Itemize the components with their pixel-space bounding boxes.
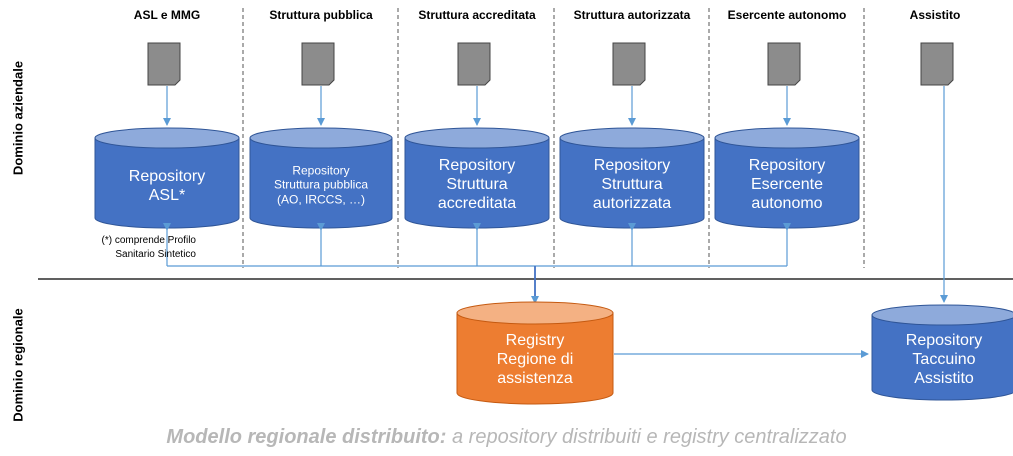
repository-asl-cylinder: [94, 127, 240, 229]
repository-struttura-pubblica-cylinder: [249, 127, 393, 229]
repository-asl-label: Repository ASL*: [128, 167, 206, 204]
document-icon: [612, 42, 646, 86]
document-icon: [147, 42, 181, 86]
asl-footnote: (*) comprende Profilo Sanitario Sintetic…: [101, 235, 196, 260]
taccuino-cylinder: [871, 304, 1013, 401]
repository-bus: [163, 223, 791, 304]
registry-cylinder: [456, 301, 614, 405]
document-icon: [301, 42, 335, 86]
repository-struttura-accreditata-cylinder: [404, 127, 550, 229]
repository-esercente-autonomo-label: Repository Esercente autonomo: [748, 157, 826, 213]
repository-struttura-accreditata-label: Repository Struttura accreditata: [437, 157, 517, 213]
repository-esercente-autonomo-cylinder: [714, 127, 860, 229]
document-icon: [920, 42, 954, 86]
caption-bold: Modello regionale distribuito:: [166, 426, 447, 448]
caption-rest: a repository distribuiti e registry cent…: [446, 426, 847, 448]
repository-cylinders: [94, 127, 860, 229]
column-header-assistito: Assistito: [909, 8, 961, 22]
taccuino-label: Repository Taccuino Assistito: [905, 332, 983, 388]
column-separators: [242, 8, 865, 268]
repository-struttura-autorizzata-cylinder: [559, 127, 705, 229]
domain-label-aziendale: Dominio aziendale: [10, 60, 26, 176]
document-icon: [767, 42, 801, 86]
column-header-esercente-autonomo: Esercente autonomo: [727, 8, 847, 22]
column-header-struttura-pubblica: Struttura pubblica: [269, 8, 373, 22]
registry-label: Registry Regione di assistenza: [496, 332, 574, 388]
column-header-struttura-accreditata: Struttura accreditata: [418, 8, 536, 22]
diagram-caption: Modello regionale distribuito: a reposit…: [0, 426, 1013, 449]
document-icon: [457, 42, 491, 86]
repository-struttura-autorizzata-label: Repository Struttura autorizzata: [592, 157, 672, 213]
column-header-struttura-autorizzata: Struttura autorizzata: [573, 8, 691, 22]
document-icons: [147, 42, 954, 86]
repository-struttura-pubblica-label: Repository Struttura pubblica (AO, IRCCS…: [273, 163, 369, 207]
upload-arrows: [163, 86, 948, 303]
column-header-asl: ASL e MMG: [133, 8, 201, 22]
domain-label-regionale: Dominio regionale: [10, 308, 26, 422]
